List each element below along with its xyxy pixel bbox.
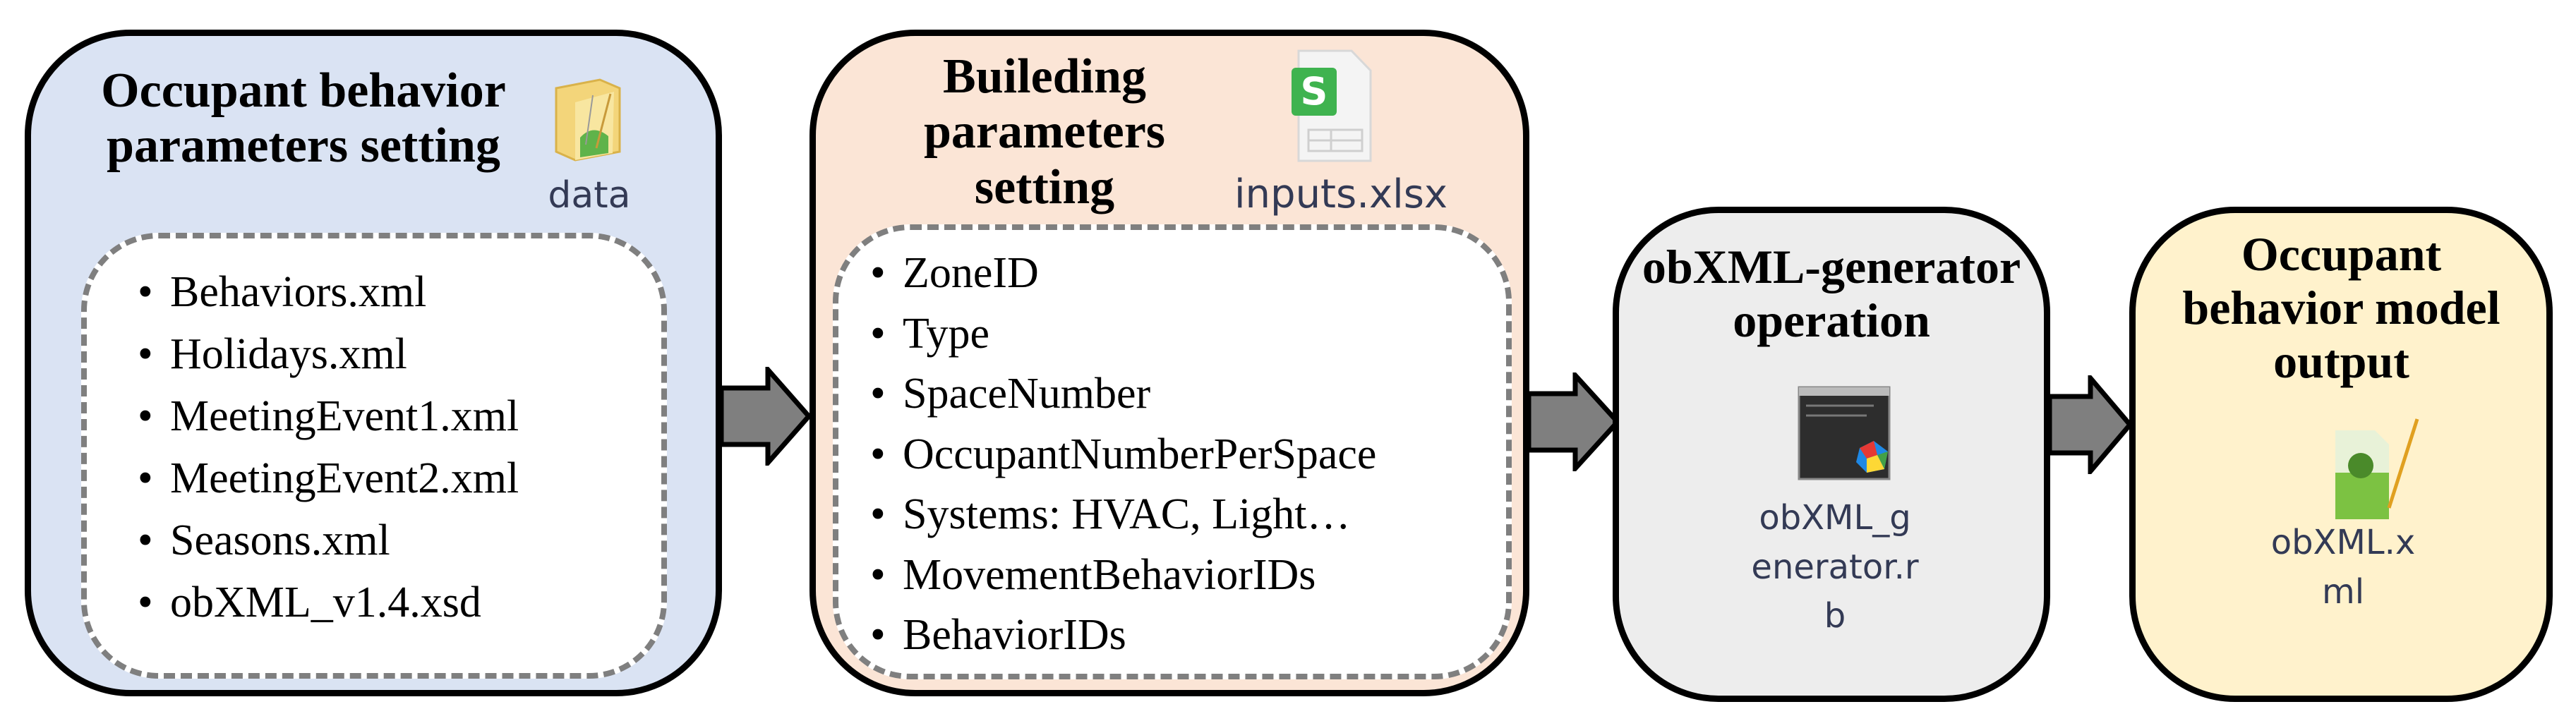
list-item: Behaviors.xml	[138, 261, 519, 323]
list-item: MovementBehaviorIDs	[870, 545, 1376, 606]
ruby-script-icon	[1798, 386, 1891, 480]
list-item: ZoneID	[870, 243, 1376, 304]
stage-1-file-list: Behaviors.xml Holidays.xml MeetingEvent1…	[138, 261, 519, 634]
list-item: OccupantNumberPerSpace	[870, 425, 1376, 485]
inputs-xlsx-label: inputs.xlsx	[1234, 171, 1448, 217]
obxml-generator-rb-label: obXML_g enerator.r b	[1751, 498, 1919, 636]
list-item: SpaceNumber	[870, 364, 1376, 425]
spreadsheet-icon: S	[1292, 49, 1372, 162]
stage-3-title: obXML-generator operation	[1642, 240, 2021, 348]
arrow-right-icon	[1526, 372, 1620, 471]
list-item: Type	[870, 304, 1376, 365]
list-item: MeetingEvent2.xml	[138, 447, 519, 509]
list-item: MeetingEvent1.xml	[138, 385, 519, 447]
stage-2-title: Buileding parameters setting	[923, 49, 1166, 214]
stage-2-parameter-list: ZoneID Type SpaceNumber OccupantNumberPe…	[870, 243, 1376, 666]
list-item: obXML_v1.4.xsd	[138, 571, 519, 634]
stage-1-title: Occupant behavior parameters setting	[101, 63, 506, 174]
xml-file-icon	[2335, 418, 2419, 519]
stage-4-title: Occupant behavior model output	[2182, 227, 2500, 389]
obxml-xml-label: obXML.x ml	[2270, 523, 2416, 612]
list-item: Systems: HVAC, Light…	[870, 485, 1376, 545]
list-item: Seasons.xml	[138, 509, 519, 571]
svg-text:S: S	[1301, 69, 1328, 114]
arrow-right-icon	[2047, 375, 2133, 474]
arrow-right-icon	[718, 367, 812, 466]
data-folder-label: data	[548, 174, 631, 217]
list-item: Holidays.xml	[138, 323, 519, 385]
list-item: BehaviorIDs	[870, 605, 1376, 666]
folder-icon	[555, 78, 621, 162]
